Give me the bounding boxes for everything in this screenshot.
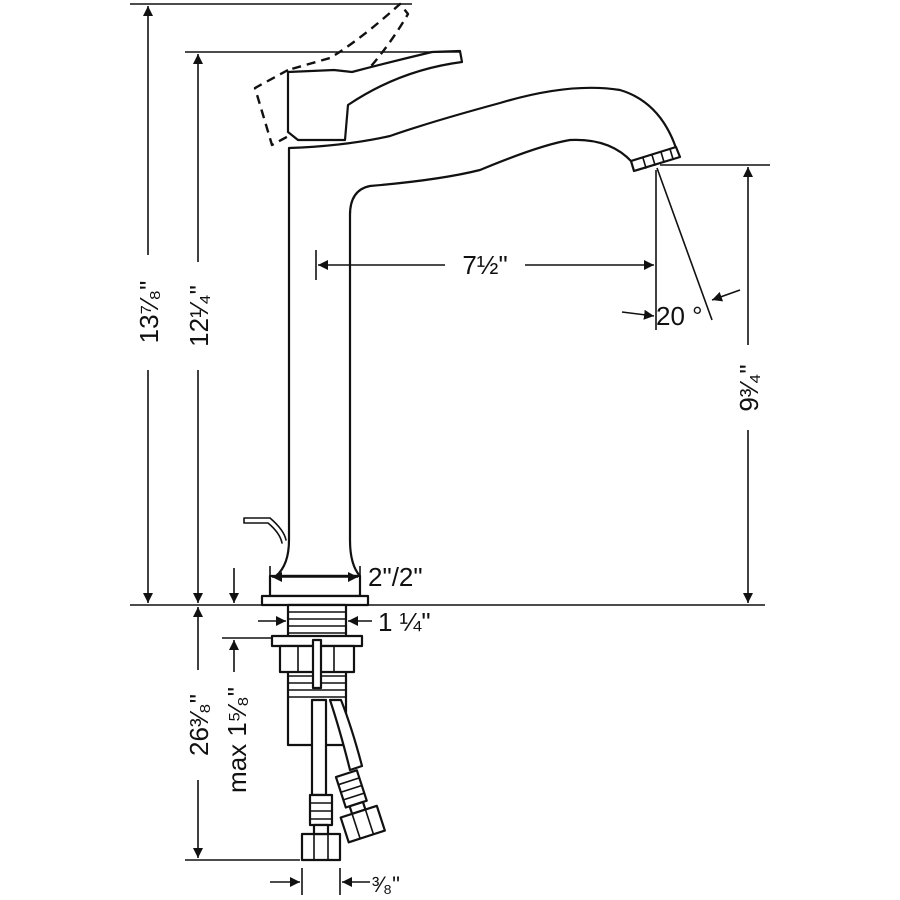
hose-nut-left-facets (313, 833, 329, 861)
spout-reach-label: 7½" (462, 250, 507, 280)
popup-rod (243, 517, 287, 544)
dimension-lines (130, 3, 770, 895)
dimension-labels: 13⁷⁄₈" 12¹⁄₄" 7½" 20 ° 9³⁄₄" 2"/2" 1 ¼" … (134, 250, 764, 897)
angle-arrow-left (621, 309, 655, 320)
connection-size-label: ³⁄₈" (372, 872, 400, 897)
supply-hose-left (310, 698, 328, 797)
hose-fitting-left (308, 793, 334, 827)
spout-height-label: 9³⁄₄" (734, 364, 764, 411)
spout-angle-label: 20 ° (656, 301, 703, 331)
total-height-label: 13⁷⁄₈" (134, 281, 164, 344)
hose-length-label: 26³⁄₈" (184, 694, 214, 756)
hose-nut-right-facets (351, 808, 375, 840)
aerator-ribs (642, 148, 674, 169)
hose-neck-left (312, 823, 330, 836)
fitting-ribs-left (309, 802, 333, 820)
faucet-lever-handle (286, 49, 464, 142)
fitting-ribs-right (337, 777, 366, 801)
faucet-body (243, 2, 682, 862)
max-deck-thickness-label: max 1⁵⁄₈" (222, 687, 252, 793)
supply-hose-right (328, 698, 364, 772)
mounting-bolt (311, 638, 323, 690)
spout-angle-line (656, 167, 713, 321)
base-diameter-label: 2"/2" (368, 562, 423, 592)
hose-nut-right (339, 804, 386, 844)
shank-diameter-label: 1 ¼" (378, 607, 431, 637)
faucet-column-spout (274, 86, 678, 578)
hose-nut-left (300, 832, 342, 862)
body-height-label: 12¹⁄₄" (184, 285, 214, 347)
angle-arrow-right (711, 289, 741, 302)
hose-fitting-right-group (334, 769, 386, 844)
deck-plate (260, 594, 370, 607)
faucet-base-ring (268, 574, 362, 598)
